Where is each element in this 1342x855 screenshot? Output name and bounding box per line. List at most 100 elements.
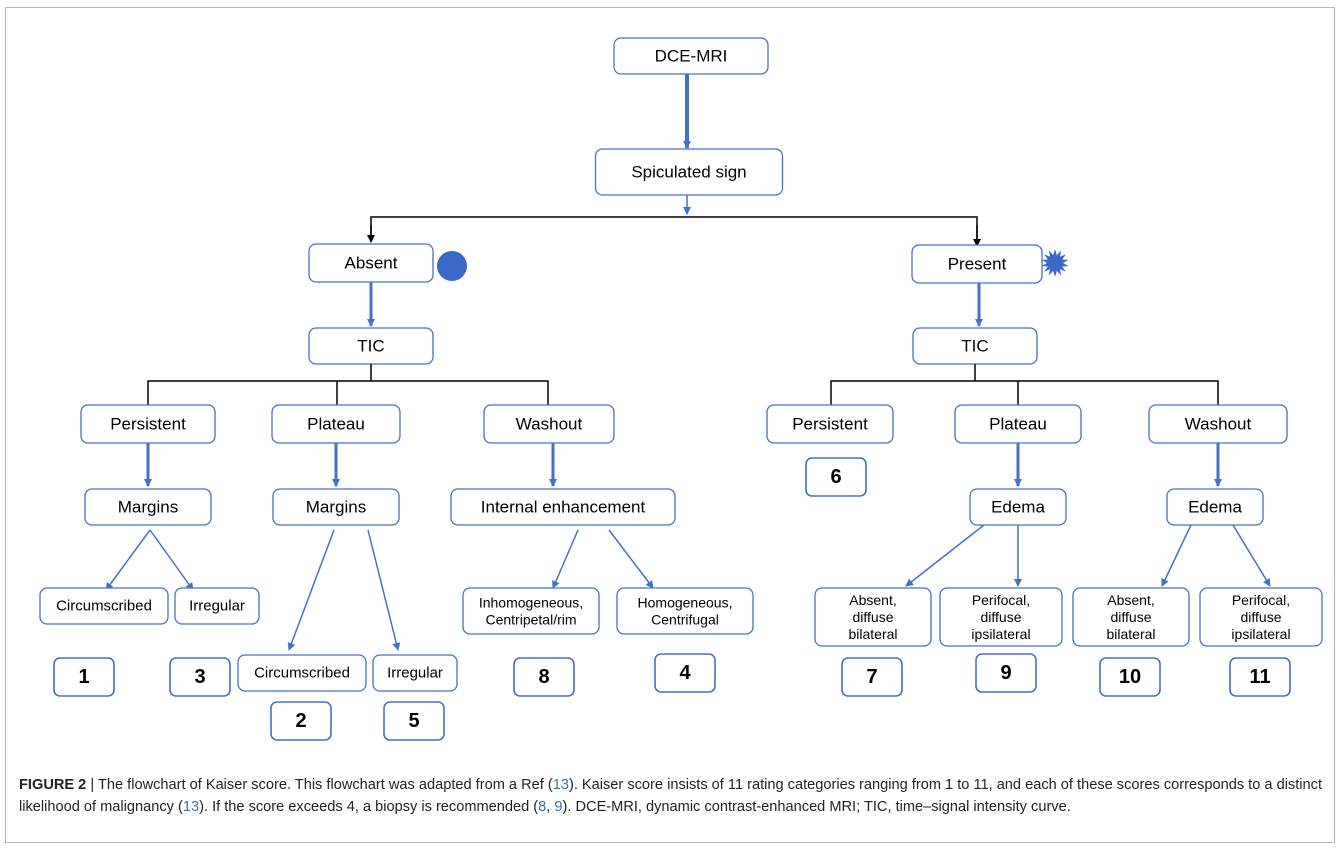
- filled-circle-icon: [437, 251, 467, 281]
- node-homogeneous-label: Homogeneous,: [638, 595, 733, 611]
- score-8: 8: [513, 657, 575, 697]
- node-perifocal-diffuse-2-label: Perifocal,: [1232, 592, 1290, 608]
- node-edema-1-label: Edema: [991, 498, 1045, 517]
- arrow-margins1-circumscribed: [105, 529, 151, 591]
- node-washout-right-label: Washout: [1185, 415, 1252, 434]
- node-homogeneous: Homogeneous,Centrifugal: [616, 587, 754, 635]
- node-plateau-right-label: Plateau: [989, 415, 1047, 434]
- score-8-label: 8: [538, 666, 549, 688]
- node-tic-left: TIC: [308, 327, 434, 365]
- node-perifocal-diffuse-1-label: diffuse: [981, 609, 1022, 625]
- node-persistent-left-label: Persistent: [110, 415, 186, 434]
- score-11-label: 11: [1249, 666, 1270, 688]
- arrow-internal-inhomogeneous: [552, 529, 579, 589]
- score-3-label: 3: [194, 666, 205, 688]
- node-persistent-left: Persistent: [80, 404, 216, 444]
- arrow-edema1-absent: [905, 524, 985, 587]
- node-internal-enhancement-label: Internal enhancement: [481, 498, 646, 517]
- arrow-margins1-irregular: [149, 529, 194, 591]
- node-absent-diffuse-2-label: diffuse: [1111, 609, 1152, 625]
- caption-separator: |: [86, 777, 98, 793]
- node-present: Present: [911, 244, 1043, 284]
- score-9: 9: [975, 653, 1037, 693]
- node-washout-left-label: Washout: [516, 415, 583, 434]
- node-plateau-left-label: Plateau: [307, 415, 365, 434]
- node-spiculated-sign: Spiculated sign: [594, 148, 784, 196]
- score-4-label: 4: [679, 662, 691, 684]
- node-edema-1: Edema: [969, 488, 1067, 526]
- node-tic-left-label: TIC: [357, 337, 384, 356]
- node-perifocal-diffuse-2-label: ipsilateral: [1231, 626, 1290, 642]
- score-5-label: 5: [408, 710, 419, 732]
- score-1-label: 1: [78, 666, 89, 688]
- node-tic-right-label: TIC: [961, 337, 988, 356]
- score-2: 2: [270, 701, 332, 741]
- node-irregular-2-label: Irregular: [387, 665, 443, 682]
- node-washout-left: Washout: [483, 404, 615, 444]
- score-9-label: 9: [1000, 662, 1011, 684]
- node-absent: Absent: [308, 243, 434, 283]
- node-irregular-1: Irregular: [174, 587, 260, 625]
- score-7-label: 7: [866, 666, 877, 688]
- caption-ref-8[interactable]: 8: [538, 799, 547, 815]
- figure-frame: [5, 7, 1335, 843]
- node-circumscribed-2-label: Circumscribed: [254, 665, 350, 682]
- score-1: 1: [53, 657, 115, 697]
- node-plateau-right: Plateau: [954, 404, 1082, 444]
- caption-ref-13a[interactable]: 13: [552, 777, 569, 793]
- node-edema-2: Edema: [1166, 488, 1264, 526]
- node-circumscribed-1: Circumscribed: [39, 587, 169, 625]
- caption-text-2: ). Kaiser score insists of 11 rating cat…: [19, 777, 1322, 815]
- node-margins-2: Margins: [272, 488, 400, 526]
- node-inhomogeneous: Inhomogeneous,Centripetal/rim: [462, 587, 600, 635]
- node-persistent-right-label: Persistent: [792, 415, 868, 434]
- node-spiculated-sign-label: Spiculated sign: [631, 163, 746, 182]
- node-inhomogeneous-label: Inhomogeneous,: [479, 595, 583, 611]
- node-circumscribed-1-label: Circumscribed: [56, 598, 152, 615]
- caption-ref-9[interactable]: 9: [554, 799, 563, 815]
- caption-text-3: ). If the score exceeds 4, a biopsy is r…: [199, 799, 539, 815]
- node-inhomogeneous-label: Centripetal/rim: [485, 611, 576, 627]
- node-perifocal-diffuse-1-label: ipsilateral: [971, 626, 1030, 642]
- score-11: 11: [1229, 657, 1291, 697]
- caption-text-1: The flowchart of Kaiser score. This flow…: [97, 777, 553, 793]
- node-edema-2-label: Edema: [1188, 498, 1242, 517]
- node-absent-label: Absent: [345, 254, 398, 273]
- node-present-label: Present: [948, 255, 1007, 274]
- node-irregular-2: Irregular: [372, 654, 458, 692]
- arrow-margins2-circumscribed: [287, 529, 335, 651]
- caption-ref-13b[interactable]: 13: [182, 799, 200, 815]
- node-dce-mri: DCE-MRI: [613, 37, 769, 75]
- node-absent-diffuse-2-label: Absent,: [1107, 592, 1154, 608]
- figure-caption: FIGURE 2 | The flowchart of Kaiser score…: [19, 774, 1324, 818]
- node-absent-diffuse-2-label: bilateral: [1106, 626, 1155, 642]
- spiky-star-icon: [1041, 249, 1069, 277]
- score-2-label: 2: [295, 710, 306, 732]
- node-absent-diffuse-1-label: Absent,: [849, 592, 896, 608]
- node-washout-right: Washout: [1148, 404, 1288, 444]
- node-perifocal-diffuse-1-label: Perifocal,: [972, 592, 1030, 608]
- node-perifocal-diffuse-2-label: diffuse: [1241, 609, 1282, 625]
- node-persistent-right: Persistent: [766, 404, 894, 444]
- score-3: 3: [169, 657, 231, 697]
- score-7: 7: [841, 657, 903, 697]
- node-plateau-left: Plateau: [271, 404, 401, 444]
- node-absent-diffuse-1-label: bilateral: [848, 626, 897, 642]
- score-10: 10: [1099, 657, 1161, 697]
- node-margins-1: Margins: [84, 488, 212, 526]
- score-4: 4: [654, 653, 716, 693]
- score-6-label: 6: [830, 466, 841, 488]
- connector-tic-right-branches: [830, 380, 1219, 405]
- node-tic-right: TIC: [912, 327, 1038, 365]
- arrow-margins2-irregular: [367, 529, 401, 651]
- node-absent-diffuse-1-label: diffuse: [853, 609, 894, 625]
- node-margins-1-label: Margins: [118, 498, 178, 517]
- node-irregular-1-label: Irregular: [189, 598, 245, 615]
- arrow-edema2-absent: [1161, 524, 1192, 587]
- caption-text-4: ,: [546, 799, 555, 815]
- arrow-internal-homogeneous: [608, 529, 654, 589]
- caption-figure-label: FIGURE 2: [19, 777, 87, 793]
